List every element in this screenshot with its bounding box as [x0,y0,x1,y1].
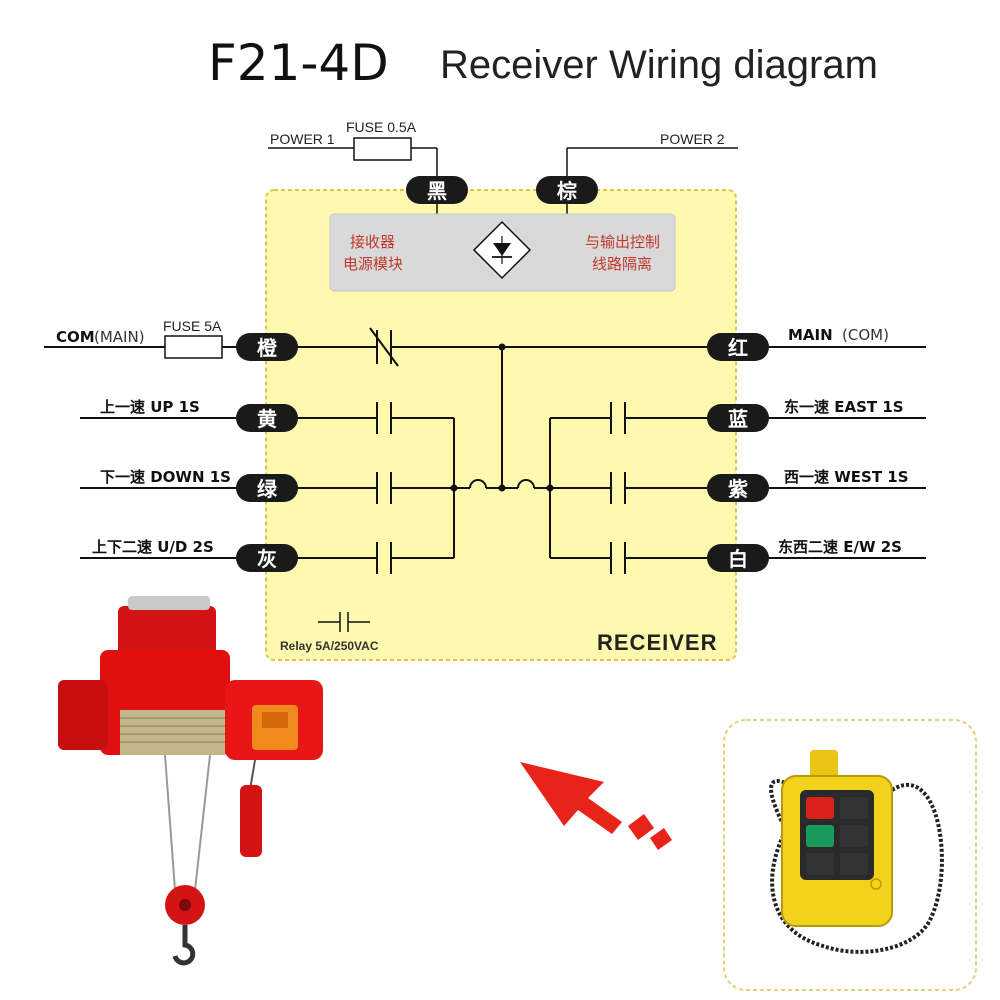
terminal-blue [707,404,769,432]
main-com-bold: MAIN [788,326,833,344]
terminal-purple-label: 紫 [728,477,748,501]
label-west1: 西一速 WEST 1S [784,468,909,486]
terminal-orange [236,333,298,361]
isolation-right-1: 与输出控制 [585,233,660,251]
isolation-right-2: 线路隔离 [592,255,652,273]
fuse-main [164,335,223,359]
power1-label: POWER 1 [270,131,335,147]
main-switch-nc [369,327,399,367]
com-main-bold: COM [56,328,95,346]
main-com-light: (COM) [842,326,889,344]
terminal-brown [536,176,598,204]
receiver-label: RECEIVER [597,630,717,655]
terminal-blue-label: 蓝 [728,407,748,431]
label-east1: 东一速 EAST 1S [784,398,904,416]
row-west1 [550,472,926,504]
relay-legend-icon [318,612,370,632]
title-model: F21-4D [208,34,389,92]
fuse-0.5a-label: FUSE 0.5A [346,119,417,135]
terminal-grey-label: 灰 [257,547,277,571]
terminal-white-label: 白 [728,547,748,571]
row-ud2 [80,542,454,574]
fuse-5a-label: FUSE 5A [163,318,222,334]
row-east1 [550,402,926,434]
label-up1: 上一速 UP 1S [100,398,200,416]
terminal-grey [236,544,298,572]
terminal-purple [707,474,769,502]
row-ew2 [550,542,926,574]
terminal-orange-label: 橙 [257,336,278,360]
terminal-white [707,544,769,572]
isolation-left-2: 电源模块 [343,255,403,273]
terminal-red [707,333,769,361]
title-subtitle: Receiver Wiring diagram [440,43,878,87]
terminal-green [236,474,298,502]
electric-hoist-icon [58,596,323,966]
remote-control-icon [769,750,944,954]
rectifier-icon [472,220,532,280]
com-main-light: (MAIN) [94,328,145,346]
relay-legend-label: Relay 5A/250VAC [280,639,379,653]
terminal-black [406,176,468,204]
terminal-brown-label: 棕 [557,179,577,203]
label-ew2: 东西二速 E/W 2S [778,538,902,556]
terminal-red-label: 红 [728,336,748,360]
terminal-yellow-label: 黄 [257,407,277,431]
row-up1 [80,402,454,434]
row-down1 [80,472,454,504]
terminal-black-label: 黑 [427,179,447,203]
terminal-green-label: 绿 [257,477,278,501]
label-down1: 下一速 DOWN 1S [100,468,231,486]
power2-label: POWER 2 [660,131,725,147]
label-ud2: 上下二速 U/D 2S [92,538,214,556]
arrow-icon [520,762,672,850]
isolation-left-1: 接收器 [350,233,395,251]
fuse-power [353,137,412,161]
terminal-yellow [236,404,298,432]
